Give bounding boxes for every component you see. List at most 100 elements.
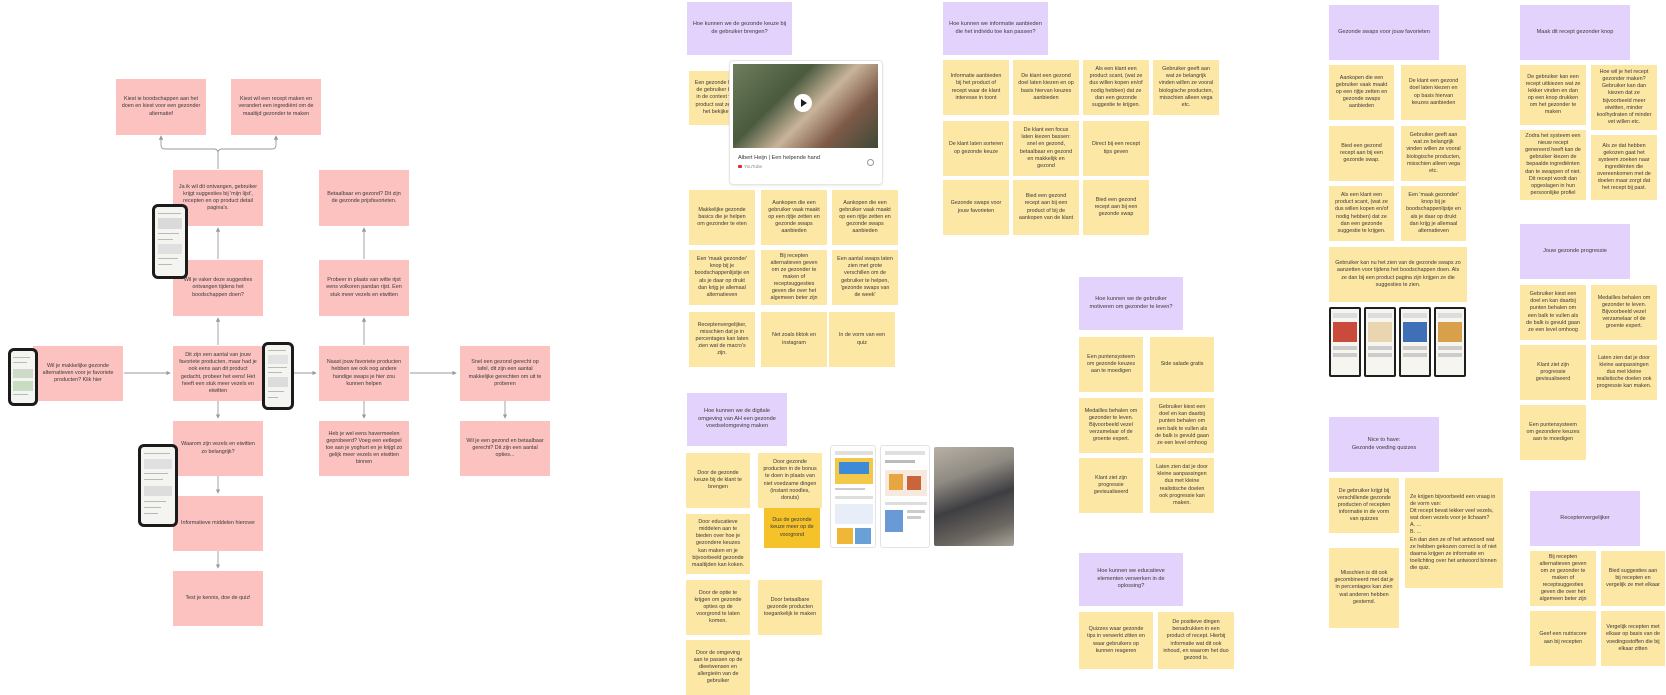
flow-node-why: Waarom zijn vezels en eiwitten zo belang… (173, 421, 263, 476)
sticky-note: Medailles behalen om gezonder te leven. … (1079, 398, 1143, 453)
sticky-note: Bied een gezond recept aan bij een gezon… (1083, 180, 1149, 235)
sticky-note: Bij recepten alternatieven geven om ze g… (1530, 551, 1596, 606)
sticky-note: Quizzes waar gezonde tips in verwerkt zi… (1079, 612, 1153, 669)
sticky-note: Makkelijke gezonde basics die je helpen … (689, 190, 755, 245)
sticky-note: Informatie aanbieden bij het product of … (943, 60, 1009, 115)
sticky-note: De klant een focus laten kiezen bassen: … (1013, 121, 1079, 176)
question-card: Gezonde swaps voor jouw favorieten (1329, 5, 1439, 60)
sticky-note: In de vorm van een quiz (829, 312, 895, 367)
sticky-note: Gebruiker geeft aan wat ze belangrijk vi… (1153, 60, 1219, 115)
sticky-note: Een puntensysteem om gezondere keuzes aa… (1520, 405, 1586, 460)
app-screenshot (830, 445, 876, 548)
sticky-note-highlight: Dus de gezonde keuze meer op de voorgron… (764, 508, 820, 548)
video-title: Albert Heijn | Een helpende hand (738, 155, 820, 161)
app-screenshot (1364, 307, 1396, 377)
sticky-note: Klant ziet zijn progressie gevisualiseer… (1079, 458, 1143, 513)
phone-mockup (138, 444, 178, 527)
sticky-note: Bied een gezond recept aan bij een gezon… (1329, 126, 1394, 181)
sticky-note: Medailles behalen om gezonder te leven. … (1591, 285, 1657, 340)
app-screenshot (1399, 307, 1431, 377)
sticky-note: De positieve dingen benadrukken in een p… (1158, 612, 1234, 669)
question-card: Hoe kunnen we informatie aanbieden die h… (943, 2, 1048, 55)
sticky-note: Hoe wil je het recept gezonder maken? Ge… (1591, 65, 1657, 130)
sticky-note: Klant ziet zijn progressie gevisualiseer… (1520, 345, 1586, 400)
sticky-note: Aankopen die een gebruiker vaak maakt op… (832, 190, 898, 245)
sticky-note: Bij recepten alternatieven geven om ze g… (761, 250, 827, 305)
question-card: Hoe kunnen we de gezonde keuze bij de ge… (687, 2, 792, 55)
phone-mockup (152, 204, 188, 279)
info-icon[interactable] (867, 159, 874, 166)
play-icon[interactable] (794, 94, 812, 112)
video-embed[interactable]: Albert Heijn | Een helpende hand YouTube (729, 60, 883, 185)
sticky-note: Aankopen die een gebruiker vaak maakt op… (761, 190, 827, 245)
question-card: Receptenvergelijker (1530, 491, 1640, 546)
sticky-note: Door gezonde producten in de bonus te do… (758, 453, 822, 508)
photo-image (934, 447, 1014, 546)
flow-node-center: Dit zijn een aantal van jouw favoriete p… (173, 346, 263, 401)
app-screenshot (1434, 307, 1466, 377)
flow-node-right-top: Betaalbaar en gezond? Dit zijn de gezond… (319, 170, 409, 226)
phone-mockup (262, 342, 294, 410)
sticky-note: Gebruiker geeft aan wat ze belangrijk vi… (1401, 126, 1466, 181)
question-card: Nice to have: Gezonde voeding quizzes (1329, 417, 1439, 472)
sticky-note: Door educatieve middelen aan te bieden o… (686, 514, 750, 574)
sticky-note: De gebruiker krijgt bij verschillende ge… (1329, 478, 1399, 533)
question-card: Jouw gezonde progressie (1520, 224, 1630, 279)
question-card: Hoe kunnen we educatieve elementen verwe… (1079, 553, 1183, 606)
sticky-note-wide: Gebruiker kan nu het zien van de gezonde… (1329, 247, 1467, 302)
phone-mockup (8, 348, 38, 406)
sticky-note: Vergelijk recepten met elkaar op basis v… (1601, 611, 1665, 666)
flow-node-right-b: Naast jouw favoriete producten hebben we… (319, 346, 409, 401)
sticky-note: Direct bij een recept tips geven (1083, 121, 1149, 176)
sticky-note: Laten zien dat je door kleine aanpassing… (1591, 345, 1657, 400)
sticky-note: Als een klant een product scant, (wat ze… (1083, 60, 1149, 115)
sticky-note: Gebruiker kiest een doel en kan daarbij … (1520, 285, 1586, 340)
flow-node-far-right-b: Wil je een gezond en betaalbaar gerecht?… (460, 421, 550, 476)
flow-node-mid-a: Wil je vaker deze suggesties ontvangen t… (173, 260, 263, 316)
sticky-note: Als ze dat hebben gekozen gaat het syste… (1591, 135, 1657, 200)
app-screenshot (1329, 307, 1361, 377)
youtube-icon (738, 165, 742, 168)
sticky-note: Door betaalbare gezonde producten toegan… (758, 580, 822, 635)
flow-node-top-right: Kiest wil een recept maken en verandert … (231, 79, 321, 135)
sticky-note: Laten zien dat je door kleine aanpassing… (1150, 458, 1214, 513)
sticky-note: Misschien is dit ook gecombineerd met da… (1329, 548, 1399, 628)
flow-node-start: Wil je makkelijke gezonde alternatieven … (33, 346, 123, 401)
sticky-note: De klant een gezond doel laten kiezen en… (1013, 60, 1079, 115)
sticky-note: Door de gezonde keuze bij de klant te br… (686, 453, 750, 508)
sticky-note: Een aantal swaps laten zien met grote ve… (832, 250, 898, 305)
flow-node-top-left: Kiest ie boodschappen aan het doen en ki… (116, 79, 206, 135)
sticky-note: Gebruiker kiest een doel en kan daarbij … (1150, 398, 1214, 453)
sticky-note: Een puntensysteem om gezonde keuzes aan … (1079, 337, 1143, 392)
question-card: Hoe kunnen we de gebruiker motiveren om … (1079, 277, 1183, 330)
flow-node-right-a: Probeer in plaats van witte rijst eens v… (319, 260, 409, 316)
sticky-note: Net zoals tiktok en instagram (761, 312, 827, 367)
sticky-note: Aankopen die een gebruiker vaak maakt op… (1329, 65, 1394, 120)
sticky-note: Receptenvergelijker, misschien dat je in… (689, 312, 755, 367)
flow-node-right-c: Heb je wel eens havermeelen geprobeerd? … (319, 421, 409, 476)
sticky-note: Door de omgeving aan te passen op de die… (686, 640, 750, 695)
sticky-note: Gezonde swaps voor jouw favorieten (943, 180, 1009, 235)
sticky-note: Zodra het systeem een nieuw recept gener… (1520, 130, 1586, 200)
sticky-note: De gebruiker kan een recept uitkiezen wa… (1520, 65, 1586, 125)
app-screenshot (880, 445, 930, 548)
sticky-note: Een 'maak gezonder' knop bij je boodscha… (689, 250, 755, 305)
sticky-note: Bied suggesties aan bij recepten en verg… (1601, 551, 1665, 606)
question-card: Hoe kunnen we de digitale omgeving van A… (687, 393, 787, 446)
sticky-note: De klant een gezond doel laten kiezen en… (1401, 65, 1466, 120)
flow-node-info: Informatieve middelen hierover (173, 496, 263, 551)
sticky-note: Als een klant een product scant, (wat ze… (1329, 186, 1394, 241)
sticky-note: De klant laten sorteren op gezonde keuze (943, 121, 1009, 176)
sticky-note: Side salade gratis (1150, 337, 1214, 392)
question-card: Maak dit recept gezonder knop (1520, 5, 1630, 60)
flow-node-upper-mid: Ja ik wil dit ontvangen, gebruiker krijg… (173, 170, 263, 226)
flow-node-far-right: Snel een gezond gerecht op tafel, dit zi… (460, 346, 550, 401)
sticky-note: Bied een gezond recept aan bij een produ… (1013, 180, 1079, 235)
flow-node-quiz: Test je kennis, doe de quiz! (173, 571, 263, 626)
sticky-note: Een 'maak gezonder' knop bij je boodscha… (1401, 186, 1466, 241)
sticky-note: Geef een nutriscore aan bij recepten (1530, 611, 1596, 666)
sticky-note: Door de optie te krijgen om gezonde opti… (686, 580, 750, 635)
video-source: YouTube (744, 164, 763, 169)
sticky-note: Ze krijgen bijvoorbeeld een vraag in de … (1405, 478, 1503, 588)
